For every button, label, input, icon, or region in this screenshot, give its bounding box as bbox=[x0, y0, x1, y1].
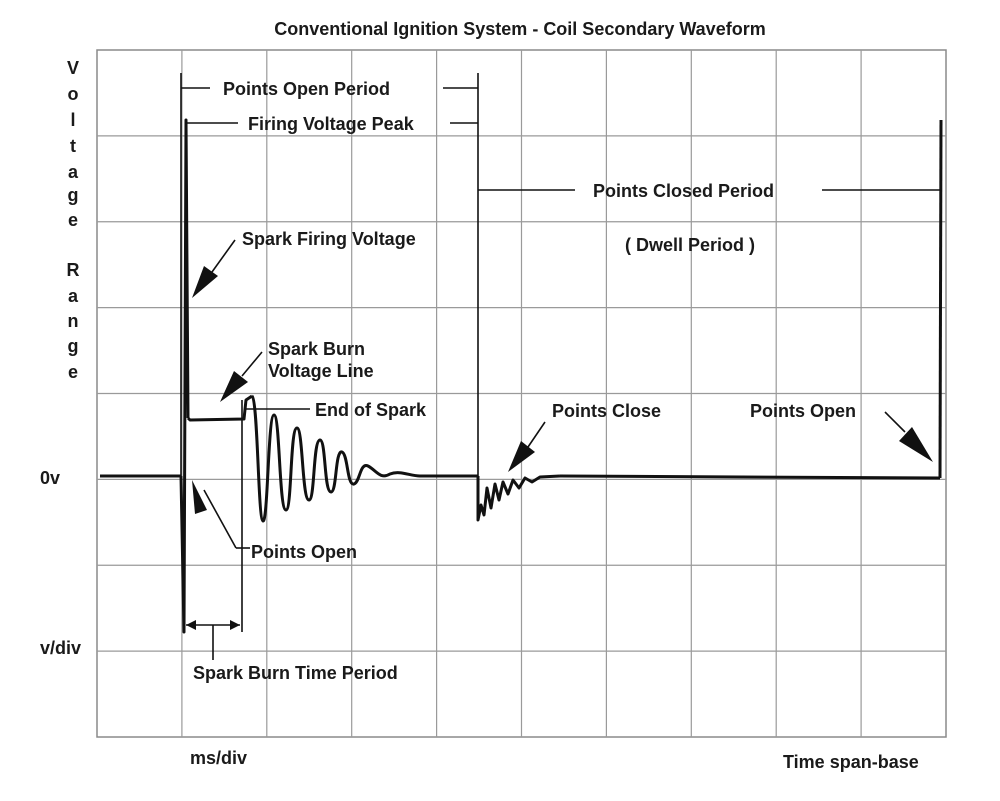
y-title-letter: o bbox=[68, 84, 79, 104]
annotation-lines bbox=[180, 73, 941, 660]
bracket-arrowhead-right bbox=[230, 620, 240, 630]
points-closed-baseline bbox=[559, 474, 941, 480]
y-axis-title: V o l t a g e R a n g e bbox=[67, 58, 80, 382]
grid-lines bbox=[97, 50, 946, 737]
points-open-bottom-label: Points Open bbox=[251, 542, 357, 562]
dwell-period-label: ( Dwell Period ) bbox=[625, 235, 755, 255]
y-title-letter: e bbox=[68, 362, 78, 382]
plot-grid bbox=[96, 49, 947, 738]
zero-volt-label: 0v bbox=[40, 468, 60, 488]
end-of-spark-label: End of Spark bbox=[315, 400, 427, 420]
spark-firing-arrow bbox=[192, 239, 236, 298]
annotation-labels: Points Open Period Firing Voltage Peak P… bbox=[193, 79, 856, 683]
y-title-letter: R bbox=[67, 260, 80, 280]
ms-per-div-label: ms/div bbox=[190, 748, 247, 768]
y-title-letter: e bbox=[68, 210, 78, 230]
points-close-ringing bbox=[476, 474, 561, 522]
points-open-right-arrow bbox=[884, 411, 933, 462]
right-firing-spike bbox=[938, 119, 943, 479]
spark-firing-voltage-label: Spark Firing Voltage bbox=[242, 229, 416, 249]
y-title-letter: l bbox=[70, 110, 75, 130]
diagram-title: Conventional Ignition System - Coil Seco… bbox=[274, 19, 765, 39]
points-open-period-label: Points Open Period bbox=[223, 79, 390, 99]
volts-per-div-label: v/div bbox=[40, 638, 81, 658]
y-title-letter: g bbox=[68, 336, 79, 356]
spark-burn-label-line1: Spark Burn bbox=[268, 339, 365, 359]
points-close-label: Points Close bbox=[552, 401, 661, 421]
points-close-arrow bbox=[508, 421, 546, 472]
spark-burn-label-line2: Voltage Line bbox=[268, 361, 374, 381]
spark-burn-arrow bbox=[220, 351, 263, 402]
firing-voltage-peak-label: Firing Voltage Peak bbox=[248, 114, 415, 134]
points-closed-period-label: Points Closed Period bbox=[593, 181, 774, 201]
y-title-letter: n bbox=[68, 311, 79, 331]
y-title-letter: a bbox=[68, 286, 79, 306]
y-title-letter: t bbox=[70, 136, 76, 156]
pointer-arrows bbox=[192, 239, 933, 514]
bracket-arrowhead-left bbox=[186, 620, 196, 630]
firing-spike bbox=[179, 118, 190, 634]
points-open-bottom-arrow bbox=[192, 480, 207, 514]
spark-burn-time-period-label: Spark Burn Time Period bbox=[193, 663, 398, 683]
y-title-letter: V bbox=[67, 58, 79, 78]
spark-burn-line bbox=[186, 394, 253, 422]
secondary-waveform bbox=[100, 118, 943, 634]
y-title-letter: g bbox=[68, 185, 79, 205]
y-title-letter: a bbox=[68, 162, 79, 182]
points-open-leader bbox=[203, 489, 237, 549]
points-open-right-label: Points Open bbox=[750, 401, 856, 421]
end-of-spark-oscillation bbox=[250, 394, 478, 523]
time-span-base-label: Time span-base bbox=[783, 752, 919, 772]
